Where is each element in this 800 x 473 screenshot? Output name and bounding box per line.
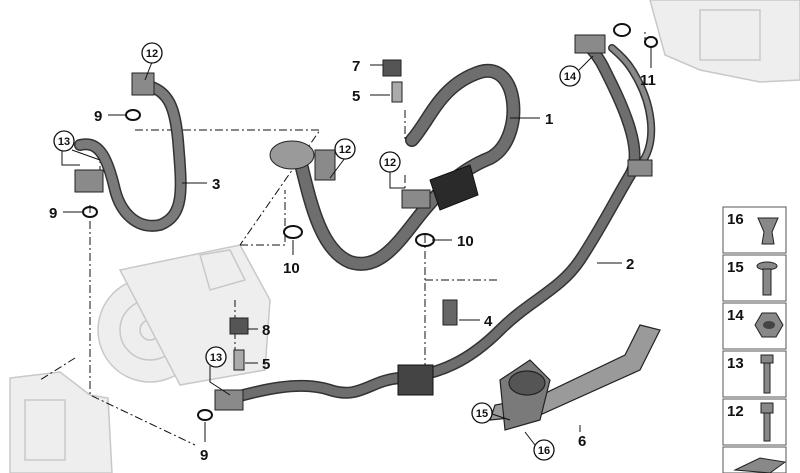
- circled-callout-15: 15: [471, 402, 511, 424]
- circled-callout-12-c: 12: [379, 151, 405, 189]
- legend-item-14: 14: [722, 302, 787, 350]
- svg-text:12: 12: [384, 157, 396, 169]
- callout-leaders: [63, 48, 652, 442]
- legend-item-12: 12: [722, 398, 787, 446]
- circled-callouts: 12 12 12 13 13 14 15: [53, 42, 594, 461]
- valve-part-5-top: [391, 81, 403, 103]
- circled-callout-13-a: 13: [53, 130, 101, 166]
- svg-text:16: 16: [538, 445, 550, 457]
- clip-nut-icon: [757, 217, 779, 245]
- svg-text:13: 13: [210, 352, 222, 364]
- evaporator-ghost: [9, 371, 113, 473]
- svg-text:16: 16: [727, 211, 744, 228]
- plain-callouts: 1 2 3 4 5 5 6 7 8 9 9 9 10 10 11: [49, 58, 656, 464]
- bolt-head-icon: [760, 354, 774, 364]
- legend-panel: 16 15 14 13 12: [722, 206, 787, 473]
- hose-3-fitting-bottom: [74, 169, 104, 193]
- hose-1-service-port: [269, 140, 336, 181]
- callout-10-left: 10: [283, 260, 300, 277]
- svg-text:12: 12: [339, 144, 351, 156]
- line-2-fitting-end: [214, 389, 244, 411]
- screw-shank-icon: [762, 268, 772, 296]
- callout-3: 3: [212, 176, 220, 193]
- callout-5-top: 5: [352, 88, 360, 105]
- valve-part-5-bottom: [233, 349, 245, 371]
- svg-text:12: 12: [727, 403, 744, 420]
- line-2-clamp: [627, 159, 653, 177]
- callout-6: 6: [578, 433, 586, 450]
- line-2-valve-block: [397, 364, 434, 396]
- bracket-part-6: [489, 324, 661, 431]
- svg-text:15: 15: [727, 259, 744, 276]
- callout-2: 2: [626, 256, 634, 273]
- callout-9-left: 9: [49, 205, 57, 222]
- bolt-head-icon-2: [760, 402, 774, 414]
- svg-text:13: 13: [58, 136, 70, 148]
- legend-item-13: 13: [722, 350, 787, 398]
- circled-callout-12-a: 12: [141, 42, 163, 81]
- callout-9-top: 9: [94, 108, 102, 125]
- circled-callout-16: 16: [524, 431, 555, 461]
- svg-text:14: 14: [564, 71, 577, 83]
- hose-part-3: [74, 79, 187, 232]
- callout-10-right: 10: [457, 233, 474, 250]
- sensor-part-4: [442, 299, 458, 326]
- compressor-ghost: [97, 244, 271, 386]
- cap-part-8: [229, 317, 249, 335]
- circled-callout-13-b: 13: [205, 346, 231, 396]
- legend-item-16: 16: [722, 206, 787, 254]
- callout-9-bottom: 9: [200, 447, 208, 464]
- leader-lines: [39, 30, 646, 446]
- hose-1-bracket: [401, 189, 431, 209]
- line-part-2: [219, 36, 656, 406]
- svg-text:15: 15: [476, 408, 488, 420]
- line-2-fitting-top: [574, 34, 606, 54]
- cap-part-7: [382, 59, 402, 77]
- hose-3-fitting-top: [131, 72, 155, 96]
- callout-8: 8: [262, 322, 270, 339]
- callout-5-bottom: 5: [262, 356, 270, 373]
- svg-text:13: 13: [727, 355, 744, 372]
- bolt-shank-icon: [763, 362, 771, 394]
- svg-text:14: 14: [727, 307, 744, 324]
- hose-1-muffler: [429, 164, 479, 211]
- callout-1: 1: [545, 111, 553, 128]
- callout-11: 11: [640, 72, 656, 89]
- bolt-shank-icon-2: [763, 412, 771, 442]
- circled-callout-14: 14: [559, 55, 594, 87]
- legend-item-15: 15: [722, 254, 787, 302]
- svg-text:12: 12: [146, 48, 158, 60]
- circled-callout-12-b: 12: [329, 138, 356, 179]
- radiator-ghost: [649, 0, 800, 83]
- callout-7: 7: [352, 58, 360, 75]
- callout-4: 4: [484, 313, 493, 330]
- legend-item-partial: [722, 446, 787, 473]
